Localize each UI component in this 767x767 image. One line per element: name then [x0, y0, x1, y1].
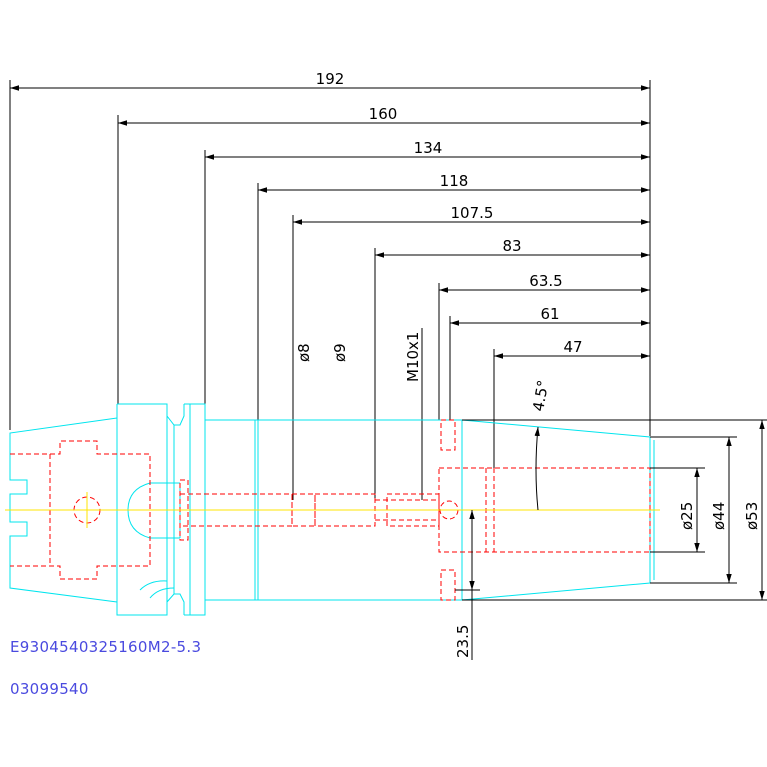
dim-label-118: 118 — [440, 172, 469, 190]
hole-label-d8: ø8 — [295, 343, 313, 362]
length-dimensions — [9, 80, 651, 500]
radial-hole-top — [440, 419, 456, 451]
dim-label-160: 160 — [369, 105, 398, 123]
hole-label-m10x1: M10x1 — [404, 332, 422, 382]
hole-labels: ø8 ø9 M10x1 — [295, 328, 423, 500]
length-dimension-labels: 192 160 134 118 107.5 83 63.5 61 47 — [316, 70, 583, 356]
dim-label-47: 47 — [563, 338, 582, 356]
dim-label-192: 192 — [316, 70, 345, 88]
dim-label-83: 83 — [502, 237, 521, 255]
diameter-label-d25: ø25 — [678, 502, 696, 530]
dim-label-134: 134 — [414, 139, 443, 157]
dim-label-107-5: 107.5 — [451, 204, 494, 222]
angle-arc — [534, 426, 540, 511]
flange-groove — [166, 404, 185, 426]
shrink-bore-hidden — [438, 467, 651, 553]
dim-label-61: 61 — [540, 305, 559, 323]
depth-label: 23.5 — [454, 625, 472, 658]
bore-d8-hidden — [291, 493, 316, 527]
depth-dimension — [455, 510, 480, 660]
shank-outline — [9, 417, 118, 603]
shank-bore-hidden — [10, 440, 151, 580]
diameter-label-d44: ø44 — [710, 502, 728, 530]
dim-label-63-5: 63.5 — [529, 272, 562, 290]
lower-slot-arc — [139, 580, 175, 599]
part-number: E9304540325160M2-5.3 — [10, 638, 202, 656]
angle-dimension — [534, 426, 540, 511]
diameter-dimensions — [462, 419, 767, 601]
flange-groove-bottom — [166, 593, 185, 615]
diameter-label-d53: ø53 — [743, 502, 761, 530]
hole-label-d9: ø9 — [331, 343, 349, 362]
radial-hole-bottom — [440, 569, 456, 601]
order-number: 03099540 — [10, 680, 89, 698]
angle-label: 4.5° — [529, 379, 552, 413]
